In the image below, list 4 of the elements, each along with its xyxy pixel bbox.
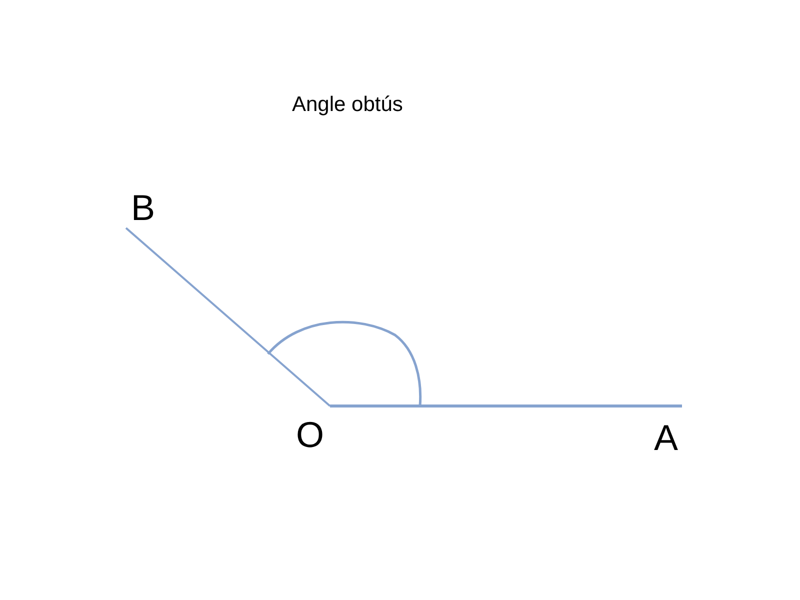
point-label: A xyxy=(654,420,678,456)
point-label: B xyxy=(131,190,156,226)
point-label: O xyxy=(296,417,324,453)
diagram-title: Angle obtús xyxy=(292,94,403,115)
